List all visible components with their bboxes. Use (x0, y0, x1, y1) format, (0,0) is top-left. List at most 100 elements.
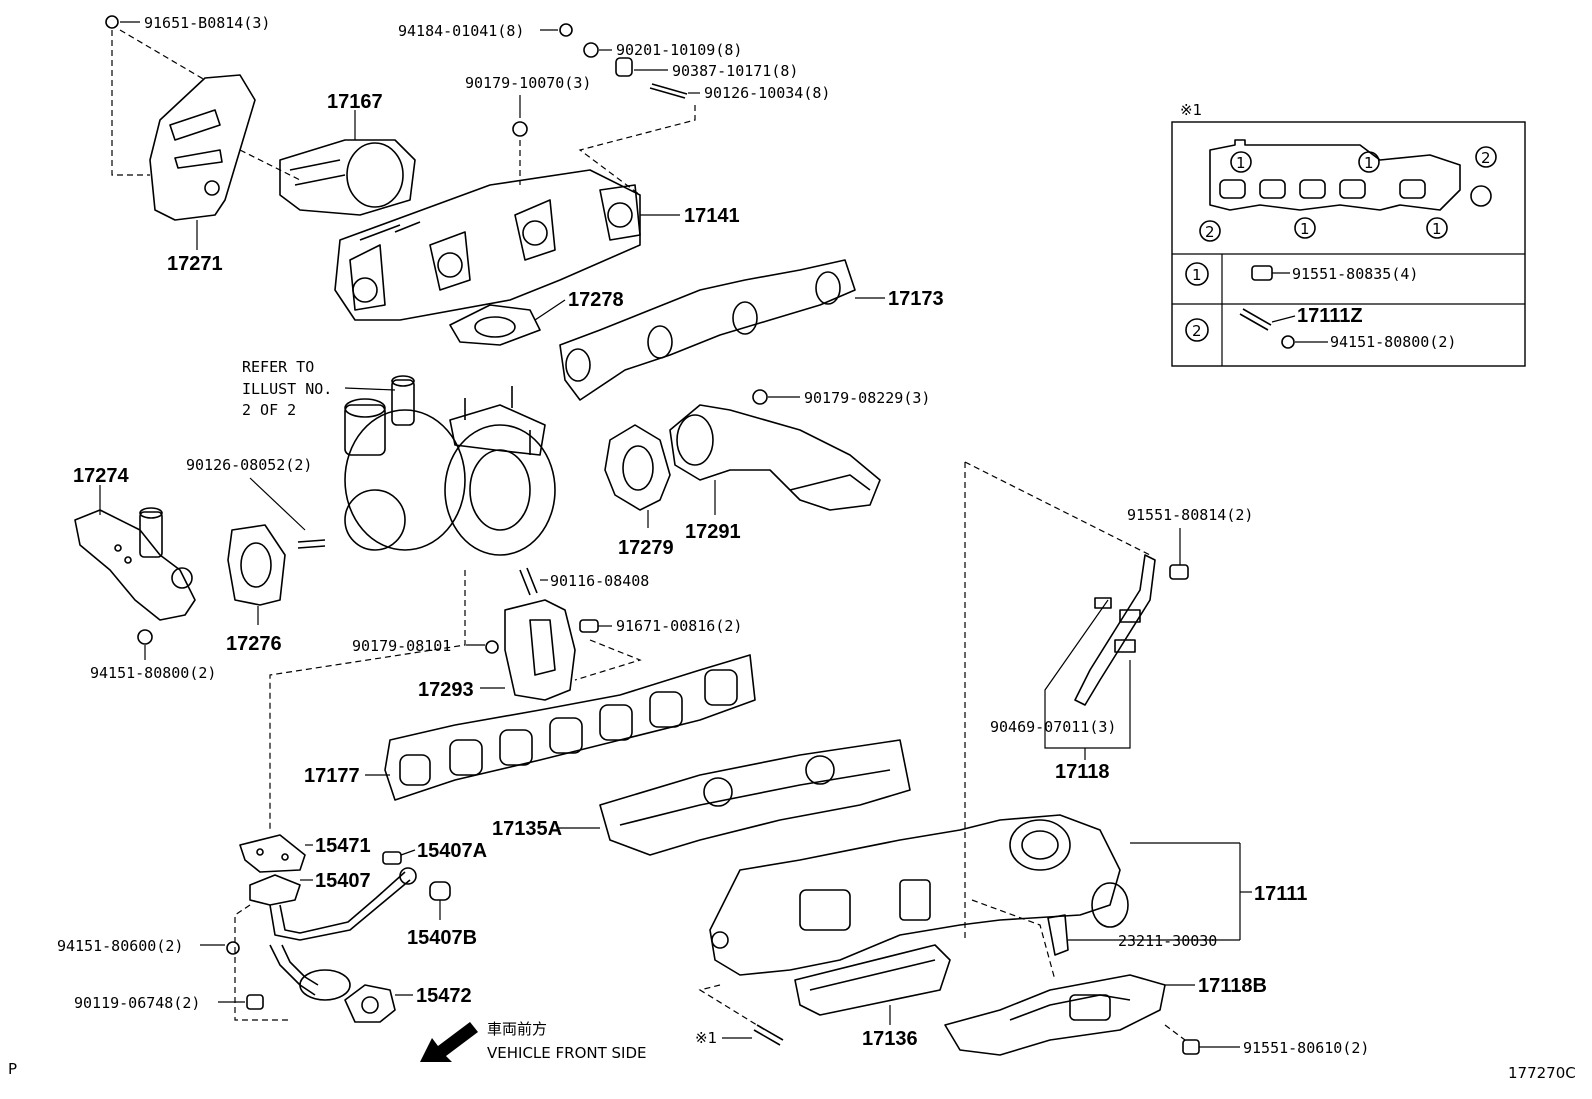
bolt-icon (1251, 265, 1273, 281)
stud-icon (1239, 308, 1272, 331)
callout-number: 2 (1481, 149, 1491, 167)
label-90126b: 90126-08052(2) (186, 456, 312, 474)
part-number-17118B: 17118B (1198, 975, 1267, 997)
page-letter: P (8, 1060, 17, 1078)
sensor-icon (382, 851, 402, 865)
callout-circle (1185, 262, 1209, 286)
refer-text-line3: 2 OF 2 (242, 401, 296, 419)
stud-icon (649, 87, 686, 99)
refer-text-line1: REFER TO (242, 358, 314, 376)
nut-icon (485, 640, 499, 654)
part-number-15407B: 15407B (407, 927, 477, 949)
callout-circle (1185, 318, 1209, 342)
bolt-icon (579, 619, 599, 633)
front-label-en: VEHICLE FRONT SIDE (487, 1044, 647, 1062)
label-94151b: 94151-80600(2) (57, 937, 183, 955)
stud-icon (753, 1024, 784, 1046)
bolt-icon (1169, 564, 1189, 580)
bolt-icon (105, 15, 119, 29)
callout-number: 1 (1192, 266, 1202, 284)
refer-text-line2: ILLUST NO. (242, 380, 332, 398)
gasket-17173 (559, 259, 856, 401)
nut-icon (226, 941, 240, 955)
callout-circle (1294, 217, 1316, 239)
part-number-17136: 17136 (862, 1028, 918, 1050)
label-23211: 23211-30030 (1118, 932, 1217, 950)
gasket-17276 (227, 524, 286, 606)
sensor-icon (1047, 914, 1069, 956)
intake-pipe-17274 (74, 507, 196, 621)
bracket-17293 (504, 599, 576, 701)
label-94184: 94184-01041(8) (398, 22, 524, 40)
intake-manifold-17135A (599, 739, 911, 856)
label-94151a: 94151-80800(2) (90, 664, 216, 682)
illustration-code: 177270C (1508, 1064, 1576, 1082)
gasket-17177 (384, 654, 756, 801)
nut-icon (512, 121, 528, 137)
part-number-17111: 17111 (1254, 883, 1307, 905)
label-90179b: 90179-08229(3) (804, 389, 930, 407)
turbocharger-assembly (344, 375, 556, 556)
nut-icon (1281, 335, 1295, 349)
callout-number: 1 (1432, 220, 1442, 238)
label-91551a: 91551-80814(2) (1127, 506, 1253, 524)
vehicle-front-arrow-icon (420, 1022, 478, 1062)
callout-number: 1 (1300, 220, 1310, 238)
part-number-17278: 17278 (568, 289, 624, 311)
oil-pipe-15407 (249, 867, 417, 1001)
label-90179c: 90179-08101 (352, 637, 451, 655)
callout-circle (1199, 220, 1221, 242)
inset-box-note-1: ※1 1 1 2 2 1 1 1 91551-80835(4) 2 1711 (1171, 101, 1526, 367)
part-number-15407A: 15407A (417, 840, 487, 862)
heat-insulator-17167 (279, 139, 416, 216)
heat-insulator-17118B (944, 974, 1166, 1056)
callout-circle (1426, 217, 1448, 239)
callout-number: 1 (1364, 154, 1374, 172)
part-number-17279: 17279 (618, 537, 674, 559)
gasket-17278 (449, 304, 541, 346)
exhaust-manifold-17141 (334, 169, 641, 321)
part-number-17274: 17274 (73, 465, 129, 487)
label-90119: 90119-06748(2) (74, 994, 200, 1012)
part-number-17141: 17141 (684, 205, 740, 227)
label-90179a: 90179-10070(3) (465, 74, 591, 92)
grommet-icon (429, 881, 451, 901)
part-number-17177: 17177 (304, 765, 360, 787)
label-91651: 91651-B0814(3) (144, 14, 270, 32)
collar-icon (615, 57, 633, 77)
inset-title: ※1 (1180, 101, 1202, 119)
label-90469: 90469-07011(3) (990, 718, 1116, 736)
part-number-15471: 15471 (315, 835, 371, 857)
washer-icon (583, 42, 599, 58)
callout-number: 2 (1192, 322, 1202, 340)
front-label-jp: 車両前方 (487, 1020, 547, 1038)
part-number-15407: 15407 (315, 870, 371, 892)
callout-number: 2 (1205, 223, 1215, 241)
label-91671: 91671-00816(2) (616, 617, 742, 635)
callout-circle (1230, 151, 1252, 173)
part-number-15472: 15472 (416, 985, 472, 1007)
label-90387: 90387-10171(8) (672, 62, 798, 80)
gasket-17279 (604, 424, 671, 511)
part-number-17293: 17293 (418, 679, 474, 701)
nut-icon (559, 23, 573, 37)
part-number-17271: 17271 (167, 253, 223, 275)
intake-assembly-17111 (709, 814, 1129, 976)
part-number-17291: 17291 (685, 521, 741, 543)
part-number-17173: 17173 (888, 288, 944, 310)
exhaust-pipe-17291 (669, 404, 881, 511)
cover-17136 (794, 944, 951, 1016)
bolt-icon (246, 994, 264, 1010)
label-90116: 90116-08408 (550, 572, 649, 590)
part-number-17167: 17167 (327, 91, 383, 113)
label-90201: 90201-10109(8) (616, 41, 742, 59)
label-90126a: 90126-10034(8) (704, 84, 830, 102)
inset-label-94151: 94151-80800(2) (1330, 333, 1456, 351)
nut-icon (137, 629, 153, 645)
callout-number: 1 (1236, 154, 1246, 172)
part-number-17118: 17118 (1055, 761, 1110, 783)
stud-icon (297, 539, 326, 549)
bolt-icon (1182, 1039, 1200, 1055)
